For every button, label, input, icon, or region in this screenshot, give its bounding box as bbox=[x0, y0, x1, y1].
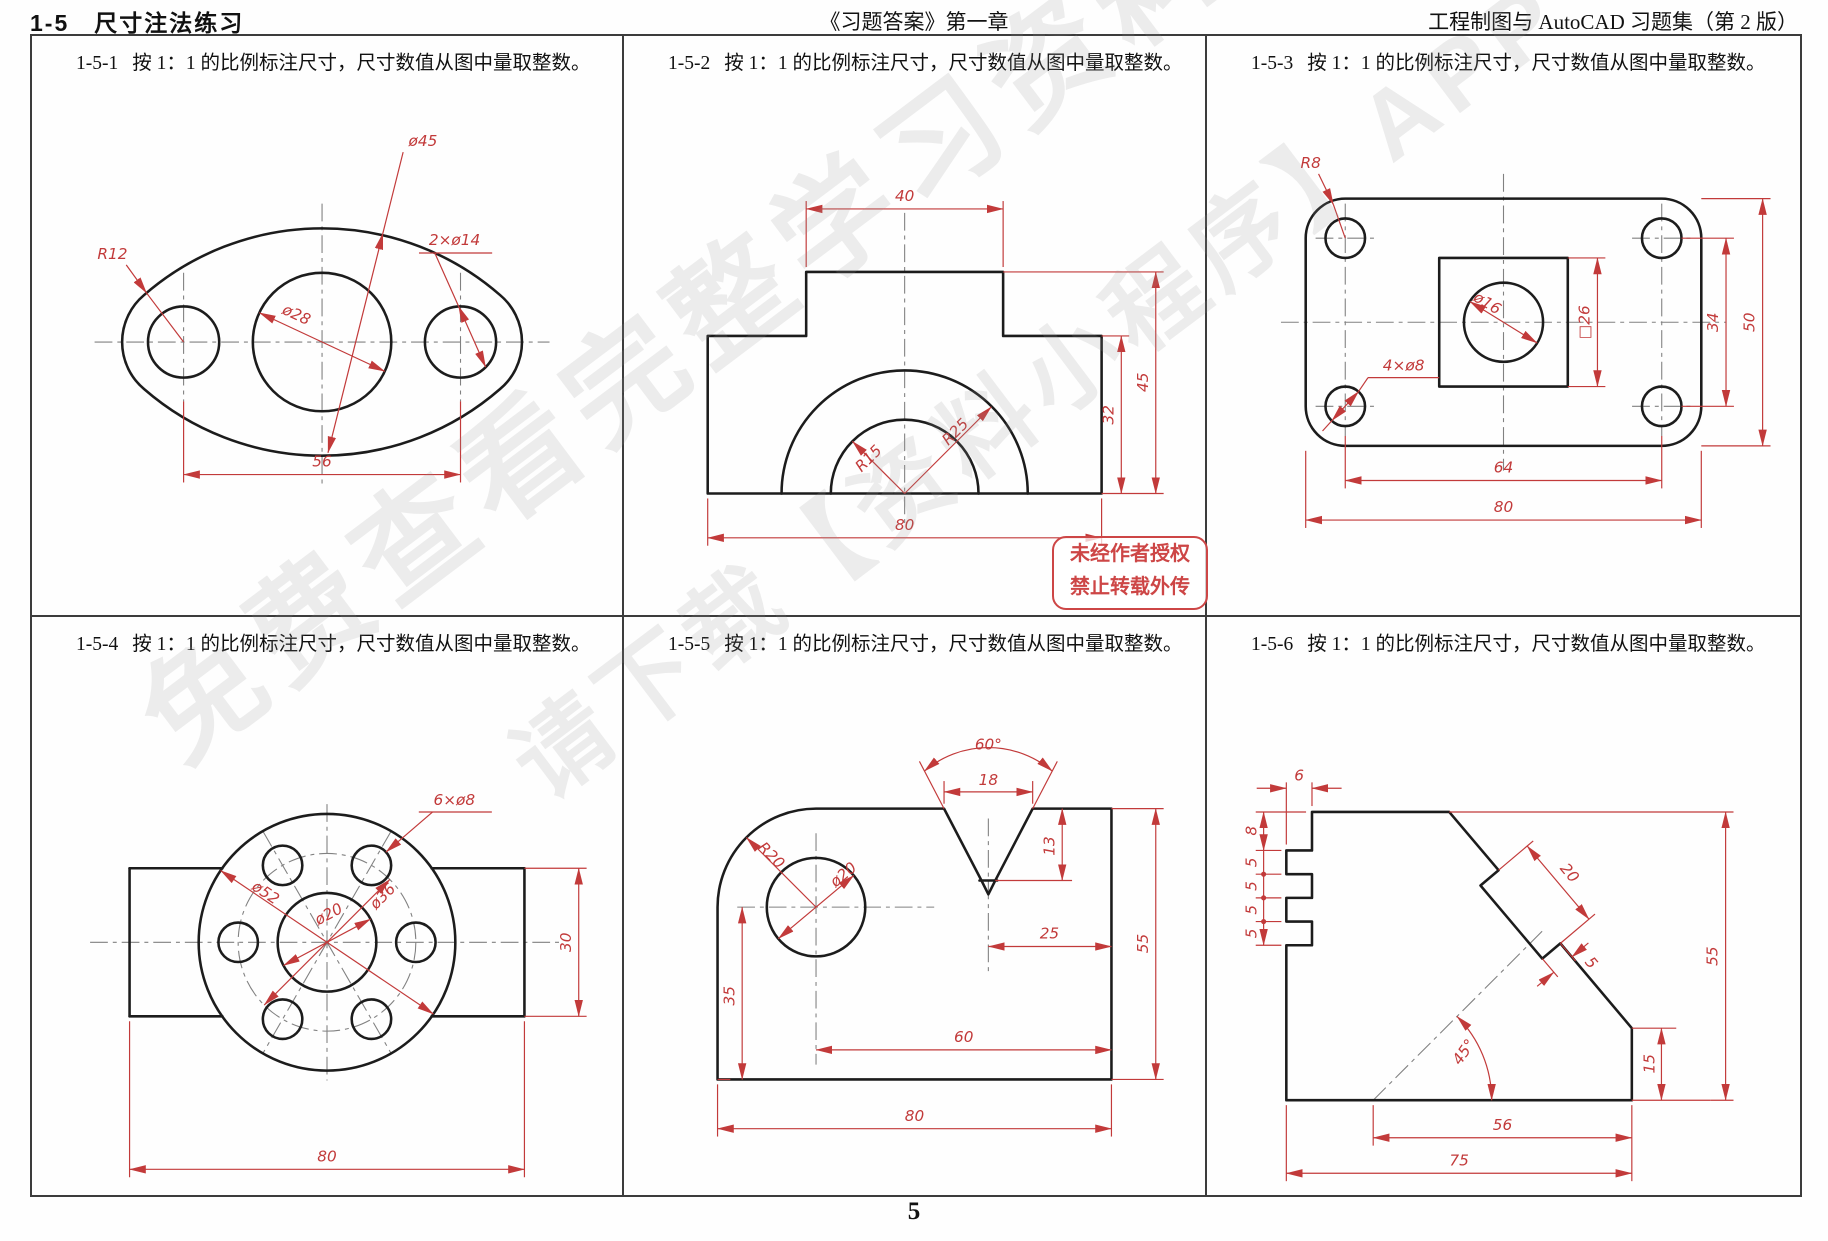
panel-caption: 1-5-4 按 1：1 的比例标注尺寸，尺寸数值从图中量取整数。 bbox=[32, 617, 622, 656]
dim-label: ø45 bbox=[408, 132, 438, 150]
dim-label: 56 bbox=[312, 453, 332, 471]
exercise-id: 1-5-5 bbox=[668, 634, 711, 655]
drawing-gasket: R12 ø45 2×ø14 ø28 56 bbox=[94, 132, 550, 486]
drawing-flange: 6×ø8 ø52 ø20 ø36 30 bbox=[90, 791, 587, 1178]
dim-label: 60° bbox=[975, 736, 1002, 754]
panel-1-5-5: 1-5-5 按 1：1 的比例标注尺寸，尺寸数值从图中量取整数。 60° bbox=[624, 617, 1207, 1195]
panel-caption: 1-5-2 按 1：1 的比例标注尺寸，尺寸数值从图中量取整数。 bbox=[624, 36, 1205, 75]
panel-1-5-1: 1-5-1 按 1：1 的比例标注尺寸，尺寸数值从图中量取整数。 bbox=[32, 36, 624, 617]
dim-label: ø52 bbox=[248, 877, 283, 909]
dim-label: 25 bbox=[1040, 925, 1059, 943]
part-outline bbox=[120, 227, 524, 457]
dim-label: 13 bbox=[1040, 836, 1058, 855]
drawing-plate: R8 ø16 □26 4×ø8 bbox=[1280, 154, 1771, 528]
panel-caption: 1-5-1 按 1：1 的比例标注尺寸，尺寸数值从图中量取整数。 bbox=[32, 36, 622, 75]
dim-label: 6×ø8 bbox=[434, 791, 476, 809]
dim-label: 30 bbox=[557, 933, 575, 952]
dim-label: 5 bbox=[1243, 929, 1261, 939]
exercise-id: 1-5-3 bbox=[1251, 53, 1294, 74]
exercise-id: 1-5-2 bbox=[668, 53, 711, 74]
dim-label: 5 bbox=[1581, 953, 1601, 972]
dim-label: 2×ø14 bbox=[429, 231, 480, 249]
dim-label: 56 bbox=[1493, 1116, 1513, 1134]
exercise-id: 1-5-6 bbox=[1251, 634, 1294, 655]
exercise-text: 按 1：1 的比例标注尺寸，尺寸数值从图中量取整数。 bbox=[132, 634, 591, 655]
dim-label: ø16 bbox=[1469, 287, 1504, 318]
drawing-stepped-block: 6 8 5 5 5 5 bbox=[1243, 766, 1734, 1182]
dim-label: 60 bbox=[954, 1028, 973, 1046]
dim-label: 80 bbox=[317, 1147, 336, 1165]
panel-1-5-4: 1-5-4 按 1：1 的比例标注尺寸，尺寸数值从图中量取整数。 bbox=[32, 617, 624, 1195]
dim-label: 64 bbox=[1494, 459, 1514, 477]
dim-label: ø20 bbox=[826, 859, 860, 892]
part-outline bbox=[716, 807, 1113, 1081]
dim-label: 18 bbox=[979, 771, 999, 789]
dim-label: 4×ø8 bbox=[1383, 357, 1425, 375]
dim-label: □26 bbox=[1576, 305, 1594, 339]
page-number: 5 bbox=[907, 1198, 921, 1225]
part-outline bbox=[1304, 197, 1703, 448]
dim-label: 40 bbox=[895, 187, 914, 205]
dim-label: 80 bbox=[895, 516, 914, 534]
drawing-arched-block: 40 45 32 R15 R25 80 bbox=[706, 187, 1164, 546]
dim-label: 34 bbox=[1704, 312, 1722, 331]
dim-label: 55 bbox=[1134, 934, 1152, 953]
stamp-line1: 未经作者授权 bbox=[1070, 543, 1190, 565]
dim-label: ø20 bbox=[311, 899, 346, 929]
exercise-id: 1-5-4 bbox=[76, 634, 119, 655]
dim-label: 32 bbox=[1099, 405, 1117, 424]
dim-label: 5 bbox=[1243, 881, 1261, 891]
stamp-line2: 禁止转载外传 bbox=[1070, 576, 1190, 598]
chapter-title: 《习题答案》第一章 bbox=[819, 10, 1009, 34]
exercise-grid: 1-5-1 按 1：1 的比例标注尺寸，尺寸数值从图中量取整数。 bbox=[30, 34, 1802, 1197]
book-title: 工程制图与 AutoCAD 习题集（第 2 版） bbox=[1428, 10, 1798, 34]
exercise-text: 按 1：1 的比例标注尺寸，尺寸数值从图中量取整数。 bbox=[1307, 634, 1766, 655]
drawing-notched-plate: 60° 18 13 25 R20 ø20 bbox=[716, 736, 1164, 1137]
part-outline bbox=[197, 812, 457, 1072]
panel-caption: 1-5-3 按 1：1 的比例标注尺寸，尺寸数值从图中量取整数。 bbox=[1207, 36, 1800, 75]
dim-label: 45° bbox=[1449, 1036, 1479, 1069]
dim-label: R20 bbox=[754, 838, 788, 872]
exercise-id: 1-5-1 bbox=[76, 53, 119, 74]
panel-1-5-2: 1-5-2 按 1：1 的比例标注尺寸，尺寸数值从图中量取整数。 40 45 bbox=[624, 36, 1207, 617]
dim-label: 80 bbox=[1494, 498, 1514, 516]
dim-label: R8 bbox=[1300, 154, 1321, 172]
dim-label: 45 bbox=[1134, 373, 1152, 392]
panel-caption: 1-5-5 按 1：1 的比例标注尺寸，尺寸数值从图中量取整数。 bbox=[624, 617, 1205, 656]
dim-label: 15 bbox=[1641, 1054, 1659, 1073]
dim-label: 8 bbox=[1243, 826, 1261, 836]
dim-label: 5 bbox=[1243, 905, 1261, 915]
panel-1-5-3: 1-5-3 按 1：1 的比例标注尺寸，尺寸数值从图中量取整数。 bbox=[1207, 36, 1800, 617]
panel-caption: 1-5-6 按 1：1 的比例标注尺寸，尺寸数值从图中量取整数。 bbox=[1207, 617, 1800, 656]
exercise-text: 按 1：1 的比例标注尺寸，尺寸数值从图中量取整数。 bbox=[132, 53, 591, 74]
panel-1-5-6: 1-5-6 按 1：1 的比例标注尺寸，尺寸数值从图中量取整数。 6 bbox=[1207, 617, 1800, 1195]
section-title: 1-5 尺寸注法练习 bbox=[30, 10, 245, 36]
dim-label: 20 bbox=[1556, 860, 1582, 886]
dim-label: 80 bbox=[905, 1107, 924, 1125]
exercise-text: 按 1：1 的比例标注尺寸，尺寸数值从图中量取整数。 bbox=[724, 53, 1183, 74]
dim-label: 5 bbox=[1243, 857, 1261, 867]
dim-label: 55 bbox=[1704, 946, 1722, 965]
exercise-text: 按 1：1 的比例标注尺寸，尺寸数值从图中量取整数。 bbox=[724, 634, 1183, 655]
exercise-text: 按 1：1 的比例标注尺寸，尺寸数值从图中量取整数。 bbox=[1307, 53, 1766, 74]
dim-label: R25 bbox=[938, 415, 972, 449]
dim-label: 35 bbox=[720, 986, 738, 1005]
part-outline bbox=[1285, 810, 1634, 1102]
dim-label: R12 bbox=[97, 245, 127, 263]
dim-label: 6 bbox=[1294, 766, 1304, 784]
dim-label: R15 bbox=[852, 441, 886, 475]
dim-label: 75 bbox=[1449, 1151, 1468, 1169]
copyright-stamp: 未经作者授权 禁止转载外传 bbox=[1052, 536, 1208, 610]
dim-label: 50 bbox=[1741, 312, 1759, 331]
